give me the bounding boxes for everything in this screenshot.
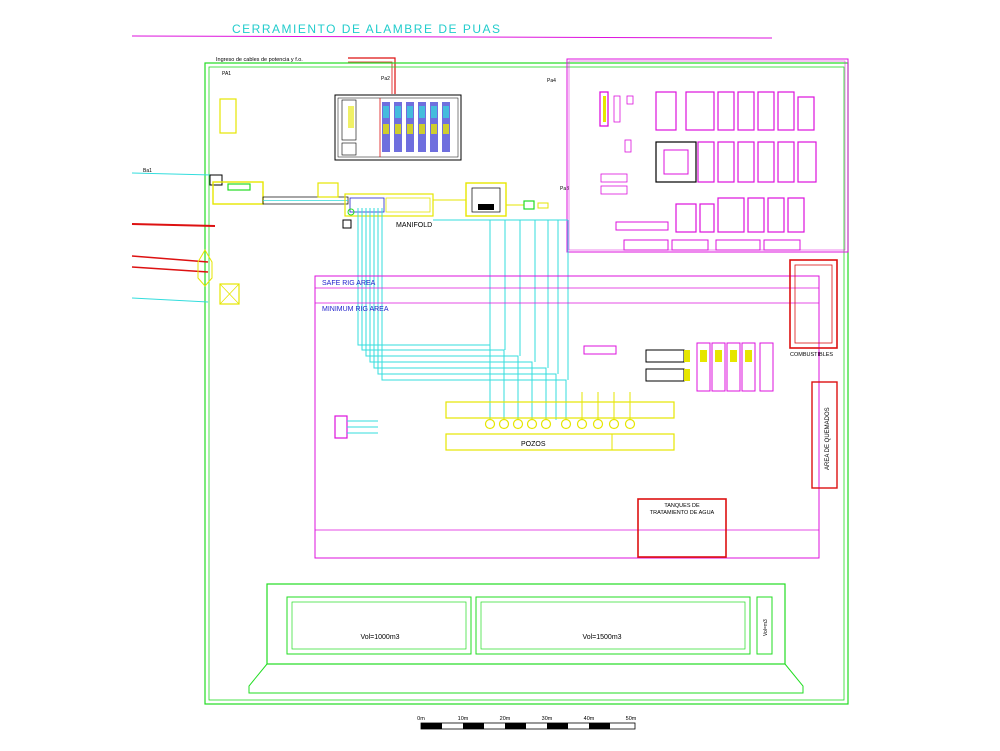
power-line-1 <box>131 223 216 227</box>
scale-tick-0: 0m <box>417 716 425 722</box>
safe-rig-area <box>314 275 820 559</box>
access-line <box>131 172 213 176</box>
wells-row <box>445 392 675 451</box>
scale-tick-1: 10m <box>458 716 469 722</box>
area-quemados-label: AREA DE QUEMADOS <box>825 407 831 470</box>
water-treatment-tanks <box>637 498 727 558</box>
cable-entry-note: Ingreso de cables de potencia y f.o. <box>216 57 303 63</box>
point-pa3: Pa3 <box>560 186 569 192</box>
guard-booth <box>219 98 237 134</box>
point-ba1: Ba1 <box>143 168 152 174</box>
point-pa2: Pa2 <box>381 76 390 82</box>
scale-tick-4: 40m <box>584 716 595 722</box>
power-line-2 <box>131 255 209 263</box>
camp-area <box>566 58 849 253</box>
tank-2 <box>645 368 685 382</box>
perimeter-inner <box>208 66 845 701</box>
generator-unit <box>212 181 264 205</box>
control-building <box>334 94 462 161</box>
scale-tick-3: 30m <box>542 716 553 722</box>
scale-bar <box>420 722 636 730</box>
tanques-label-2: TRATAMIENTO DE AGUA <box>650 510 715 516</box>
entry-gate <box>197 249 213 287</box>
burn-area <box>811 381 838 489</box>
perimeter-outer <box>204 62 849 705</box>
scale-tick-2: 20m <box>500 716 511 722</box>
pool-right-label: Vol=1500m3 <box>582 634 621 641</box>
pool-left-label: Vol=1000m3 <box>360 634 399 641</box>
point-pa4: Pa4 <box>547 78 556 84</box>
pool-small-label: Vol=m3 <box>763 619 769 636</box>
mud-pump <box>583 345 617 355</box>
fuel-skids <box>696 342 774 392</box>
barbed-wire-fence-line <box>131 35 773 39</box>
manifold-label: MANIFOLD <box>396 222 432 229</box>
power-cable-route <box>348 57 396 94</box>
point-pa1: PA1 <box>222 71 231 77</box>
drawing-title: CERRAMIENTO DE ALAMBRE DE PUAS <box>232 22 502 36</box>
safe-rig-area-label: SAFE RIG AREA <box>322 280 376 287</box>
manifold <box>342 193 434 229</box>
scale-tick-5: 50m <box>626 716 637 722</box>
flowlines <box>357 208 569 420</box>
minimum-rig-area-label: MINIMUM RIG AREA <box>322 306 389 313</box>
fuel-storage-area <box>789 259 838 349</box>
power-line-3 <box>131 266 209 273</box>
fiber-line <box>131 297 209 303</box>
tank-1 <box>645 349 685 363</box>
combustibles-label: COMBUSTIBLES <box>790 352 833 358</box>
tanques-label-1: TANQUES DE <box>664 503 700 509</box>
transformer-unit <box>219 283 240 305</box>
water-pools <box>248 583 804 694</box>
wellhead-valve <box>334 415 348 439</box>
pozos-label: POZOS <box>521 441 546 448</box>
